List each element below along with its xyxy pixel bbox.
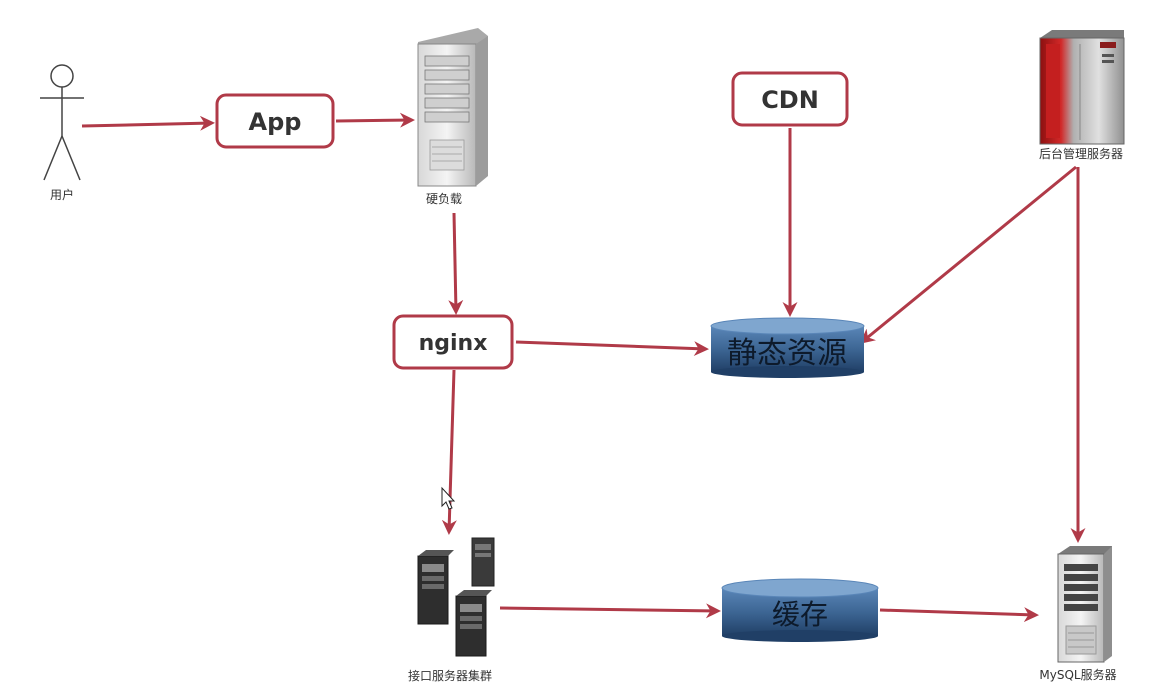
app-label: App <box>249 108 302 136</box>
admin-server-icon <box>1039 30 1125 145</box>
cache-label: 缓存 <box>772 598 828 631</box>
user-icon <box>40 64 84 181</box>
cache-database: 缓存 <box>721 578 879 642</box>
nginx-label: nginx <box>419 331 488 356</box>
arrow-app-to-hardware-lb <box>335 112 415 128</box>
arrow-admin-to-static-resources <box>859 165 1077 344</box>
arrow-user-to-app <box>81 115 215 131</box>
static-resources-database: 静态资源 <box>710 317 865 378</box>
mysql-server-icon <box>1057 546 1112 663</box>
api-cluster-caption: 接口服务器集群 <box>408 668 492 683</box>
hardware-lb-server-icon <box>417 28 488 187</box>
api-cluster-servers-icon <box>417 537 495 657</box>
arrow-cache-to-mysql <box>879 607 1039 623</box>
user-caption: 用户 <box>50 187 74 202</box>
arrow-api-cluster-to-cache <box>499 603 721 619</box>
cdn-node: CDN <box>731 71 849 127</box>
cdn-label: CDN <box>761 86 819 114</box>
mouse-cursor-icon <box>441 486 456 510</box>
nginx-node: nginx <box>392 314 514 370</box>
hardware-lb-caption: 硬负载 <box>426 192 462 206</box>
arrow-hardware-lb-to-nginx <box>448 212 464 315</box>
admin-server-caption: 后台管理服务器 <box>1039 146 1123 161</box>
static-resources-label: 静态资源 <box>727 336 847 371</box>
arrow-nginx-to-static-resources <box>515 340 709 357</box>
mysql-server-caption: MySQL服务器 <box>1039 667 1116 682</box>
app-node: App <box>215 93 335 149</box>
